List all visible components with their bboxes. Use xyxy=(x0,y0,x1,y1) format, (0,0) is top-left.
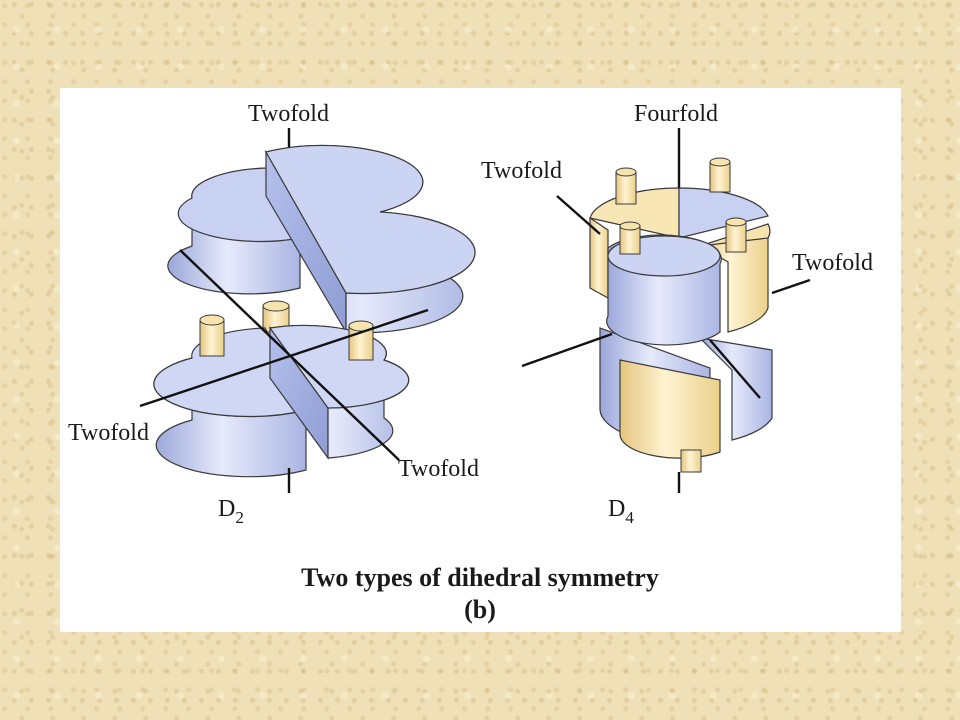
d2-axis-right-label: Twofold xyxy=(398,456,479,482)
d4-twofold-axis-a xyxy=(521,332,613,368)
dihedral-symmetry-diagram: Twofold Twofold Twofold D2 xyxy=(68,101,873,624)
d4-pegs xyxy=(615,157,747,255)
d4-axis-top-label: Fourfold xyxy=(634,101,718,127)
d2-top-right-subunit xyxy=(264,144,476,335)
d4-twofold-axis-left-stub xyxy=(556,195,601,235)
d2-symbol: D2 xyxy=(218,496,244,527)
panel-label: (b) xyxy=(464,595,496,624)
figure-slide: Twofold Twofold Twofold D2 xyxy=(60,88,901,632)
d2-horizontal-axis-a xyxy=(139,308,429,408)
d2-horizontal-axis-b xyxy=(179,249,400,461)
d4-twofold-axis-a-right xyxy=(771,278,811,295)
figure-caption: Two types of dihedral symmetry xyxy=(301,563,659,592)
d2-assembly: Twofold Twofold Twofold D2 xyxy=(68,101,479,527)
d2-axis-left-label: Twofold xyxy=(68,420,149,446)
d2-axis-top-label: Twofold xyxy=(248,101,329,127)
d2-bottom-right-subunit xyxy=(268,320,410,460)
d4-upper-ring xyxy=(589,187,771,346)
d4-lower-ring xyxy=(599,327,773,473)
d4-symbol: D4 xyxy=(608,496,634,527)
d4-axis-right-label: Twofold xyxy=(792,250,873,276)
d4-axis-left-label: Twofold xyxy=(481,158,562,184)
d4-assembly: Fourfold Twofold Twofold D4 xyxy=(481,101,873,527)
d4-twofold-axis-b xyxy=(709,339,761,399)
